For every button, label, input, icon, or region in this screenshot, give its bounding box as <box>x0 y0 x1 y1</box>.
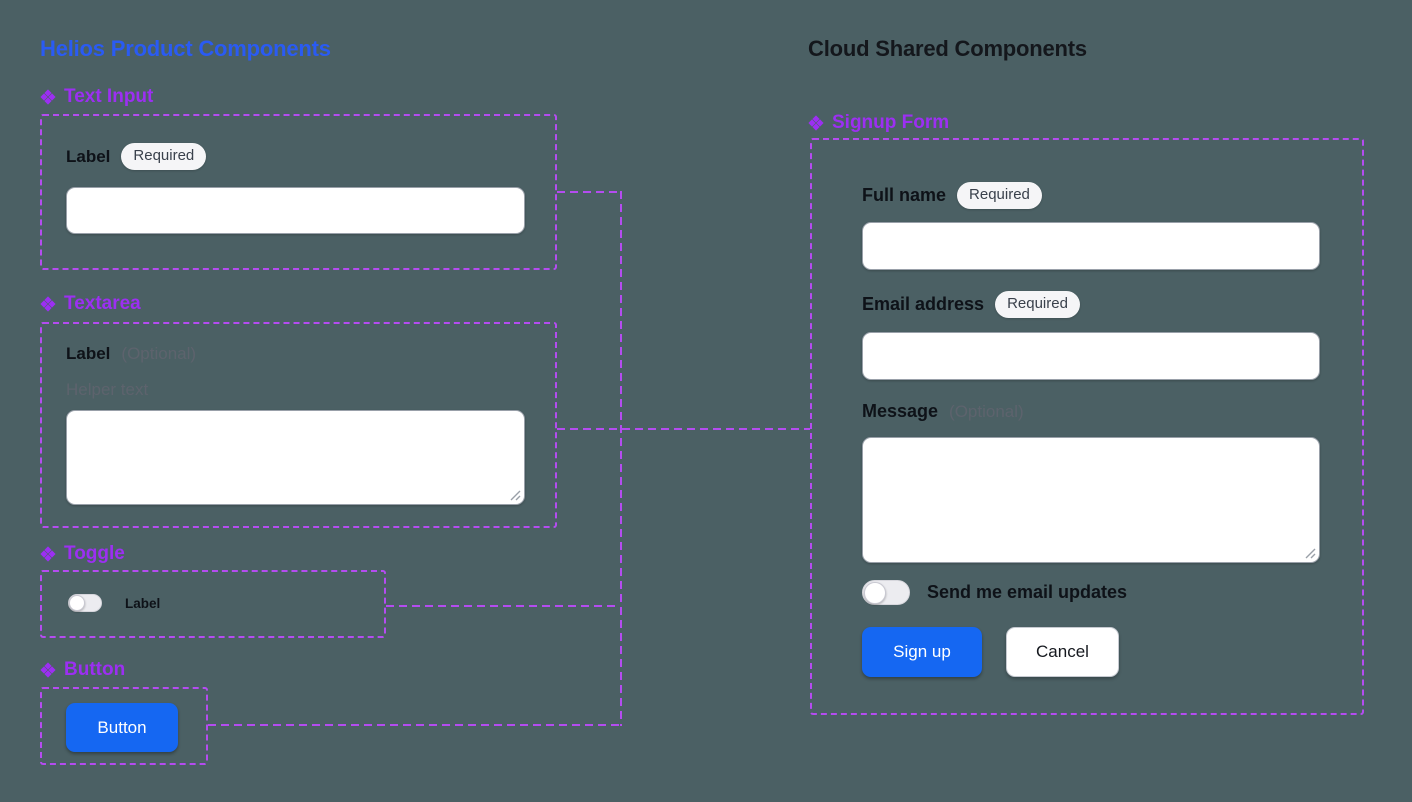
signup-form-component-label: Signup Form <box>808 112 949 134</box>
component-name: Text Input <box>64 86 154 107</box>
toggle-component-frame: Label <box>40 570 386 638</box>
textarea-component-frame: Label (Optional) Helper text <box>40 322 557 528</box>
textarea-label-row: Label (Optional) <box>66 344 196 364</box>
textarea-component-label: Textarea <box>40 293 141 315</box>
toggle-component-label: Toggle <box>40 543 125 565</box>
message-field-wrap <box>862 437 1320 563</box>
component-name: Button <box>64 659 126 680</box>
toggle-knob <box>864 581 886 604</box>
component-name: Signup Form <box>832 112 950 133</box>
text-input-component-frame: Label Required <box>40 114 557 270</box>
toggle-switch[interactable] <box>68 594 102 612</box>
toggle-row: Label <box>68 594 160 612</box>
required-badge: Required <box>995 291 1080 318</box>
connector-text-input <box>557 191 622 193</box>
optional-hint: (Optional) <box>949 401 1024 421</box>
email-label-row: Email address Required <box>862 291 1080 318</box>
message-textarea[interactable] <box>862 437 1320 563</box>
full-name-input[interactable] <box>862 222 1320 270</box>
toggle-knob <box>69 595 85 611</box>
toggle-label: Label <box>125 595 161 611</box>
component-diamond-icon <box>40 662 56 678</box>
email-updates-toggle[interactable] <box>862 580 910 605</box>
connector-textarea-to-signup <box>557 428 810 430</box>
field-label: Email address <box>862 294 985 314</box>
button-component[interactable]: Button <box>66 703 178 752</box>
message-label-row: Message (Optional) <box>862 401 1024 422</box>
helper-text: Helper text <box>66 380 149 399</box>
text-input-component-label: Text Input <box>40 86 153 108</box>
connector-trunk <box>620 191 622 726</box>
component-name: Textarea <box>64 293 141 314</box>
field-label: Message <box>862 401 939 421</box>
right-panel-title: Cloud Shared Components <box>808 36 1087 61</box>
resize-handle-icon[interactable] <box>1305 548 1316 559</box>
component-name: Toggle <box>64 543 125 564</box>
field-label: Label <box>66 344 111 363</box>
connector-toggle <box>386 605 620 607</box>
full-name-label-row: Full name Required <box>862 182 1042 209</box>
button-component-frame: Button <box>40 687 208 765</box>
cancel-button[interactable]: Cancel <box>1006 627 1119 677</box>
textarea-field[interactable] <box>66 410 525 505</box>
email-updates-row: Send me email updates <box>862 580 1127 605</box>
signup-button[interactable]: Sign up <box>862 627 982 677</box>
form-actions: Sign up Cancel <box>862 627 1119 677</box>
left-panel-title: Helios Product Components <box>40 36 331 61</box>
component-diamond-icon <box>40 546 56 562</box>
signup-form-frame: Full name Required Email address Require… <box>810 138 1364 715</box>
required-badge: Required <box>957 182 1042 209</box>
button-component-label: Button <box>40 659 125 681</box>
text-input-label-row: Label Required <box>66 143 207 170</box>
required-badge: Required <box>121 143 207 170</box>
optional-hint: (Optional) <box>121 344 197 363</box>
email-updates-label: Send me email updates <box>927 582 1128 602</box>
email-input[interactable] <box>862 332 1320 380</box>
connector-button <box>208 724 620 726</box>
textarea-field-wrap <box>66 410 525 505</box>
component-diamond-icon <box>40 296 56 312</box>
text-input-field[interactable] <box>66 187 525 234</box>
component-diamond-icon <box>40 89 56 105</box>
field-label: Label <box>66 146 111 166</box>
resize-handle-icon[interactable] <box>510 490 521 501</box>
component-diamond-icon <box>808 115 824 131</box>
field-label: Full name <box>862 185 947 205</box>
